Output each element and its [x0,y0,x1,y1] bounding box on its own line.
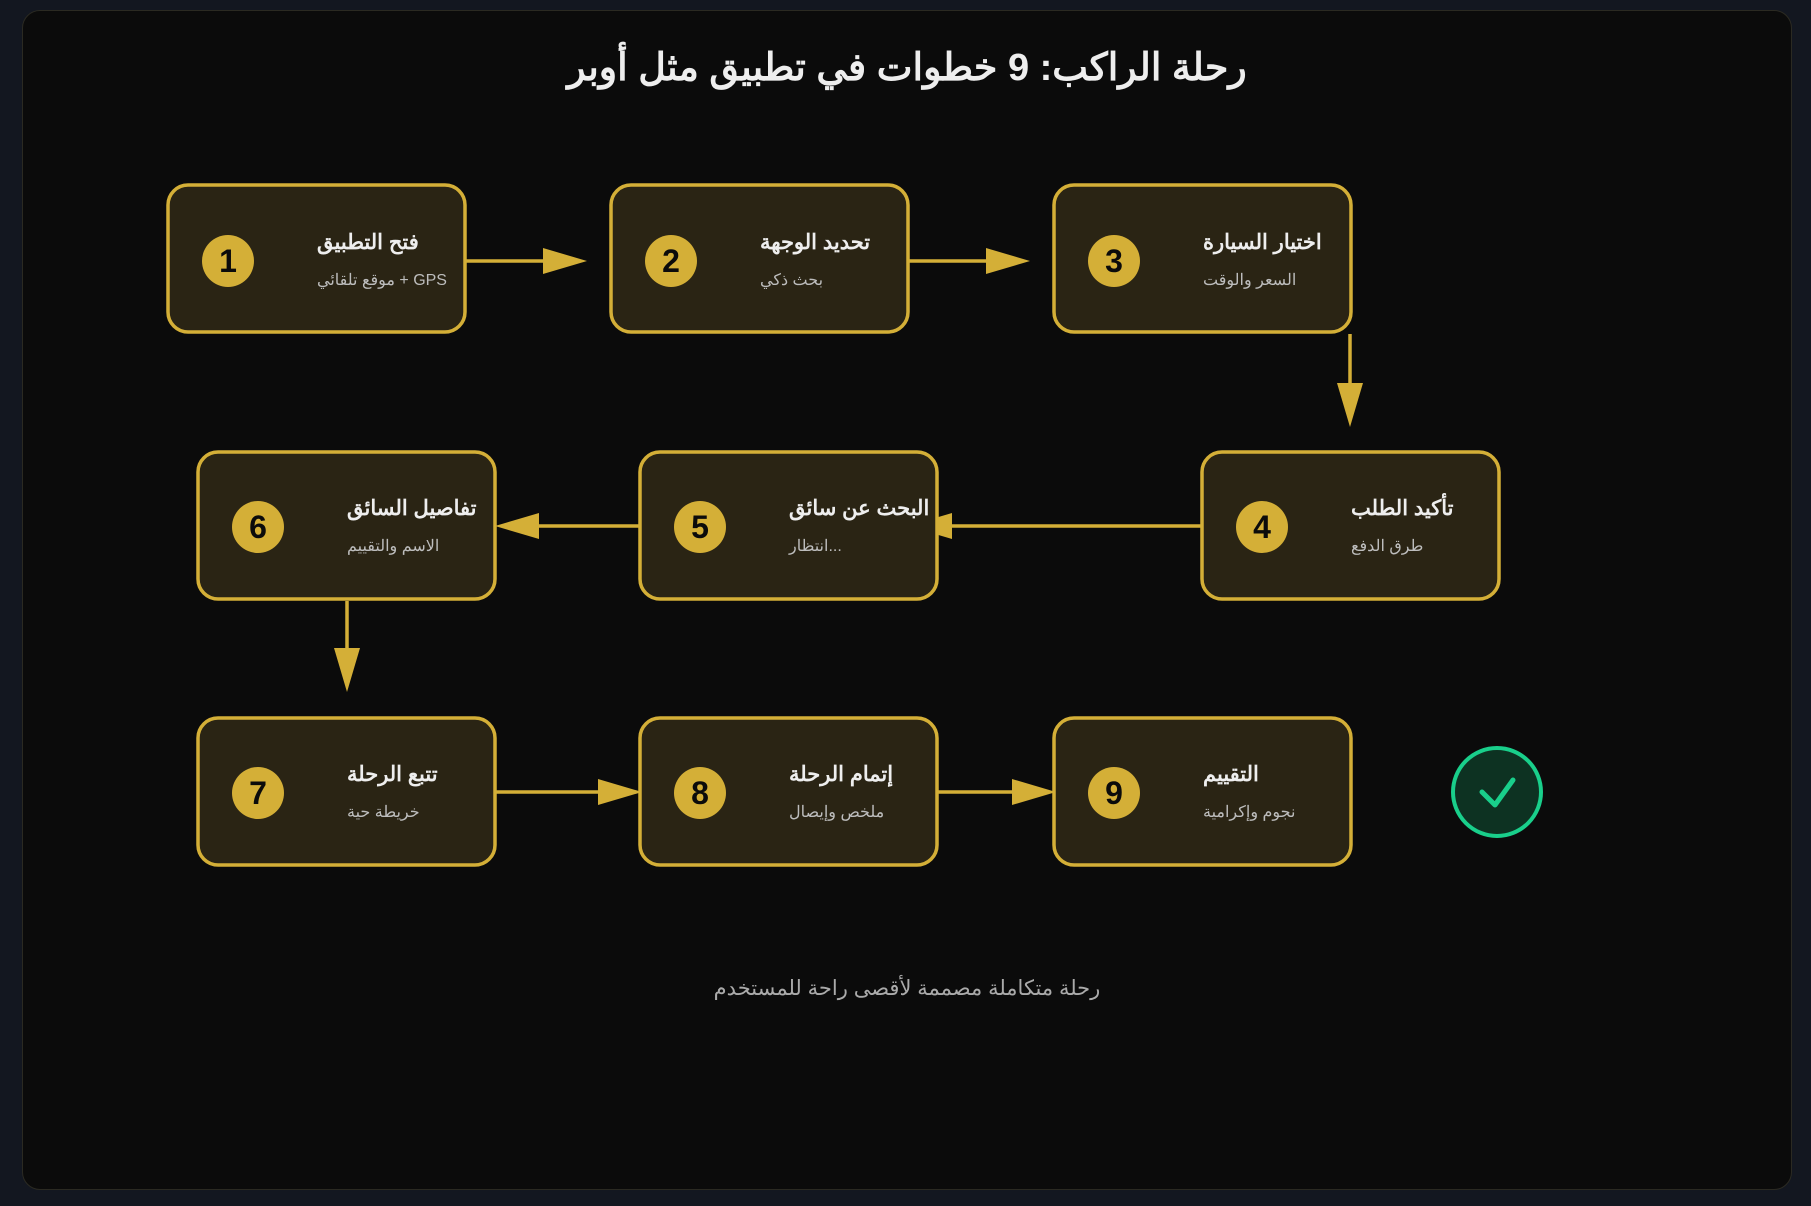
step-box-9: 9 التقييم نجوم وإكرامية [1052,716,1353,867]
step-subtitle: طرق الدفع [1351,538,1423,555]
arrow-4-to-5 [908,513,1202,539]
step-number-badge [674,501,726,553]
arrowhead-right-icon [986,248,1030,274]
step-subtitle: السعر والوقت [1203,272,1296,289]
step-subtitle: خريطة حية [347,804,420,821]
step-number-badge [1088,767,1140,819]
step-subtitle: موقع تلقائي + GPS [317,272,447,289]
step-subtitle: ملخص وإيصال [789,804,884,821]
step-number-badge [674,767,726,819]
step-subtitle: الاسم والتقييم [347,538,439,555]
step-box-8: 8 إتمام الرحلة ملخص وإيصال [638,716,939,867]
step-number: 1 [219,243,237,279]
arrowhead-right-icon [1012,779,1056,805]
arrow-2-to-3 [908,248,1030,274]
step-number: 3 [1105,243,1123,279]
step-title: تحديد الوجهة [760,231,870,255]
step-number-badge [202,235,254,287]
diagram-caption: رحلة متكاملة مصممة لأقصى راحة للمستخدم [714,974,1101,1001]
step-number-badge [1088,235,1140,287]
step-box-5: 5 البحث عن سائق انتظار... [638,450,939,601]
step-number: 5 [691,509,709,545]
arrow-6-to-7 [334,601,360,692]
step-number: 7 [249,775,267,811]
check-circle-icon [1451,746,1543,838]
arrowhead-right-icon [543,248,587,274]
arrow-7-to-8 [495,779,642,805]
connectors [334,248,1363,805]
step-number: 4 [1253,509,1271,545]
step-title: فتح التطبيق [317,231,419,255]
arrow-3-to-4 [1337,334,1363,427]
arrowhead-right-icon [598,779,642,805]
arrowhead-left-icon [495,513,539,539]
step-title: تفاصيل السائق [347,497,477,521]
step-subtitle: بحث ذكي [760,272,823,289]
step-box-6: 6 تفاصيل السائق الاسم والتقييم [196,450,497,601]
arrow-8-to-9 [937,779,1056,805]
diagram-title: رحلة الراكب: 9 خطوات في تطبيق مثل أوبر [564,41,1246,90]
step-title: التقييم [1203,763,1259,787]
step-subtitle: انتظار... [788,538,842,555]
step-subtitle: نجوم وإكرامية [1203,804,1295,821]
step-number-badge [232,501,284,553]
arrow-1-to-2 [466,248,587,274]
step-number-badge [232,767,284,819]
arrowhead-down-icon [1337,383,1363,427]
step-box-3: 3 اختيار السيارة السعر والوقت [1052,183,1353,334]
arrowhead-down-icon [334,648,360,692]
step-box-2: 2 تحديد الوجهة بحث ذكي [609,183,910,334]
step-number-badge [1236,501,1288,553]
step-title: إتمام الرحلة [789,763,893,787]
step-box-1: 1 فتح التطبيق موقع تلقائي + GPS [166,183,467,334]
step-title: البحث عن سائق [789,497,929,521]
step-box-4: 4 تأكيد الطلب طرق الدفع [1200,450,1501,601]
step-title: تأكيد الطلب [1351,492,1454,520]
step-number: 2 [662,243,680,279]
step-number-badge [645,235,697,287]
step-number: 8 [691,775,709,811]
step-title: اختيار السيارة [1203,231,1322,255]
step-title: تتبع الرحلة [347,763,438,787]
step-number: 6 [249,509,267,545]
arrow-5-to-6 [495,513,639,539]
step-box-7: 7 تتبع الرحلة خريطة حية [196,716,497,867]
step-number: 9 [1105,775,1123,811]
